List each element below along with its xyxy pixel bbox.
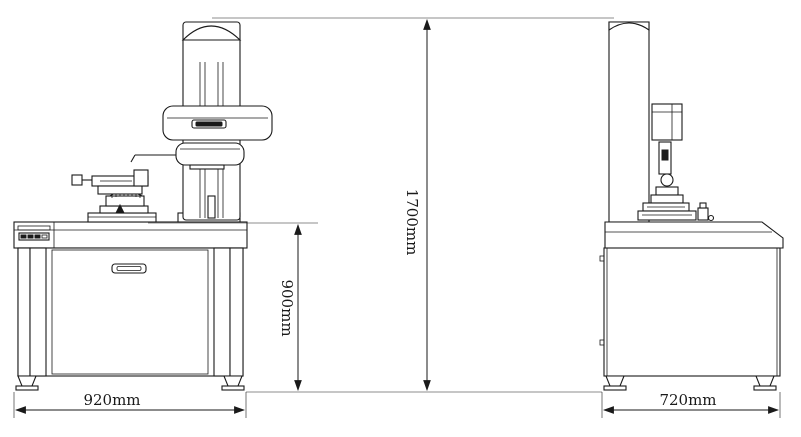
measuring-machine-side-view-icon	[599, 21, 784, 391]
side-depth-label: 720mm	[659, 391, 716, 409]
dimension-lines	[13, 17, 781, 418]
total-height-label: 1700mm	[403, 189, 421, 256]
table-height-label: 900mm	[278, 279, 296, 336]
front-width-label: 920mm	[83, 391, 140, 409]
measuring-machine-front-view-icon	[13, 21, 273, 391]
